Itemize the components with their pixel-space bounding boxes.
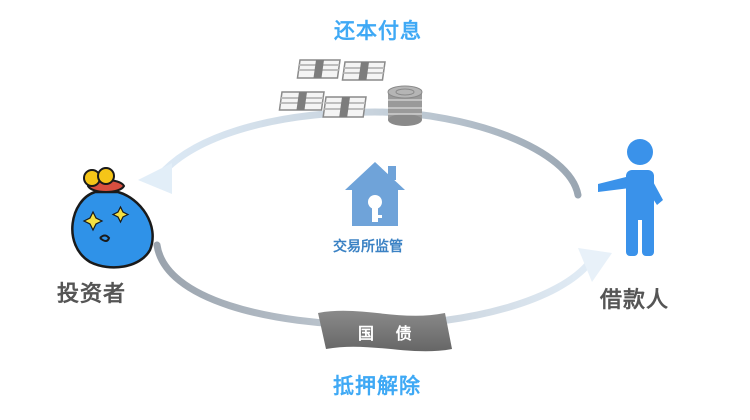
investor-label: 投资者 bbox=[57, 282, 127, 307]
treasury-bond-label: 国 债 bbox=[358, 324, 420, 343]
bottom-flow-label: 抵押解除 bbox=[333, 374, 421, 398]
borrower-label: 借款人 bbox=[600, 288, 670, 313]
top-flow-arc bbox=[161, 108, 582, 199]
bottom-flow-arrowhead bbox=[578, 248, 612, 282]
money-bag-icon bbox=[71, 167, 154, 269]
top-flow-label: 还本付息 bbox=[334, 19, 422, 43]
cash-stacks-and-coins-icon bbox=[278, 59, 423, 126]
treasury-bond-banner bbox=[318, 310, 452, 352]
exchange-supervision-label: 交易所监管 bbox=[333, 239, 403, 255]
person-icon bbox=[598, 139, 663, 256]
house-with-key-icon bbox=[345, 162, 405, 226]
top-flow-arrowhead bbox=[138, 163, 172, 194]
